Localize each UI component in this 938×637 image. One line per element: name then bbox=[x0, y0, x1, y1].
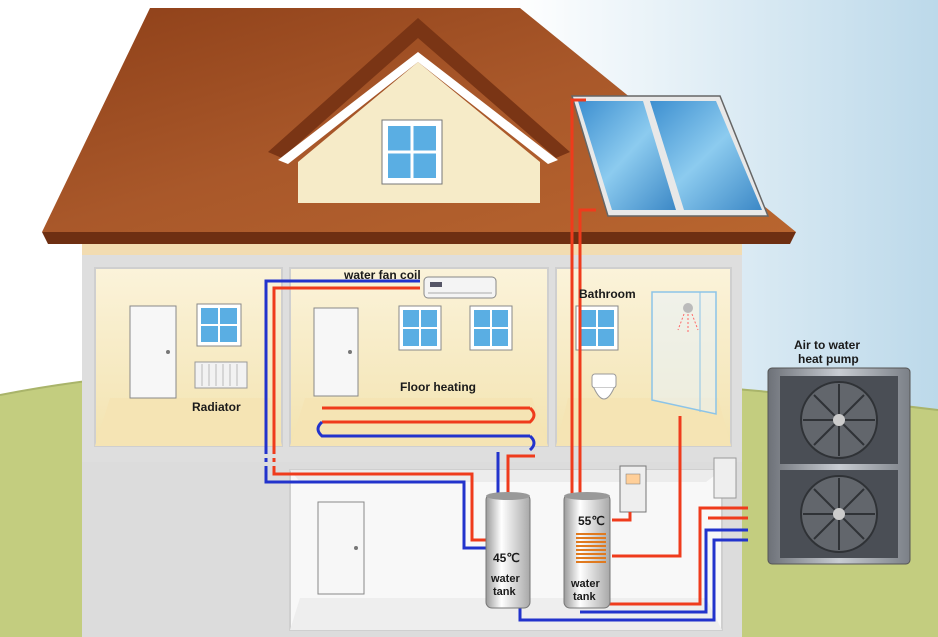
label-floor-heating: Floor heating bbox=[400, 380, 476, 394]
label-tank-left-line1: water bbox=[490, 573, 520, 585]
label-heat-pump-line1: Air to water bbox=[794, 338, 860, 352]
label-tank-left-temp: 45℃ bbox=[493, 551, 520, 565]
window-radiator-room bbox=[196, 303, 242, 347]
label-water-fan-coil: water fan coil bbox=[343, 268, 421, 282]
toilet bbox=[591, 373, 617, 400]
radiator bbox=[194, 361, 248, 389]
water-tank-left bbox=[485, 492, 531, 609]
water-tank-right bbox=[563, 492, 611, 609]
label-radiator: Radiator bbox=[192, 400, 241, 414]
window-middle-right bbox=[469, 305, 513, 351]
vent-grille bbox=[713, 457, 737, 499]
label-tank-right-temp: 55℃ bbox=[578, 514, 605, 528]
door-middle-room bbox=[313, 307, 359, 397]
label-bathroom: Bathroom bbox=[579, 287, 636, 301]
door-radiator-room bbox=[129, 305, 177, 399]
water-fan-coil-unit bbox=[423, 276, 497, 299]
label-tank-right-line1: water bbox=[570, 578, 600, 590]
cold-pipes bbox=[264, 279, 748, 622]
tank-heating-coil bbox=[576, 533, 606, 563]
window-bathroom bbox=[575, 305, 619, 351]
solar-panel bbox=[570, 95, 770, 217]
air-to-water-heat-pump bbox=[767, 367, 911, 565]
window-middle-left bbox=[398, 305, 442, 351]
label-heat-pump-line2: heat pump bbox=[798, 352, 859, 366]
label-tank-left-line2: tank bbox=[493, 586, 517, 598]
door-ground-floor bbox=[317, 501, 365, 595]
shower-cabin bbox=[651, 291, 717, 415]
label-tank-right-line2: tank bbox=[573, 591, 597, 603]
control-box bbox=[619, 465, 647, 513]
dormer-window bbox=[381, 119, 443, 185]
floor-heating-coil bbox=[316, 406, 536, 452]
